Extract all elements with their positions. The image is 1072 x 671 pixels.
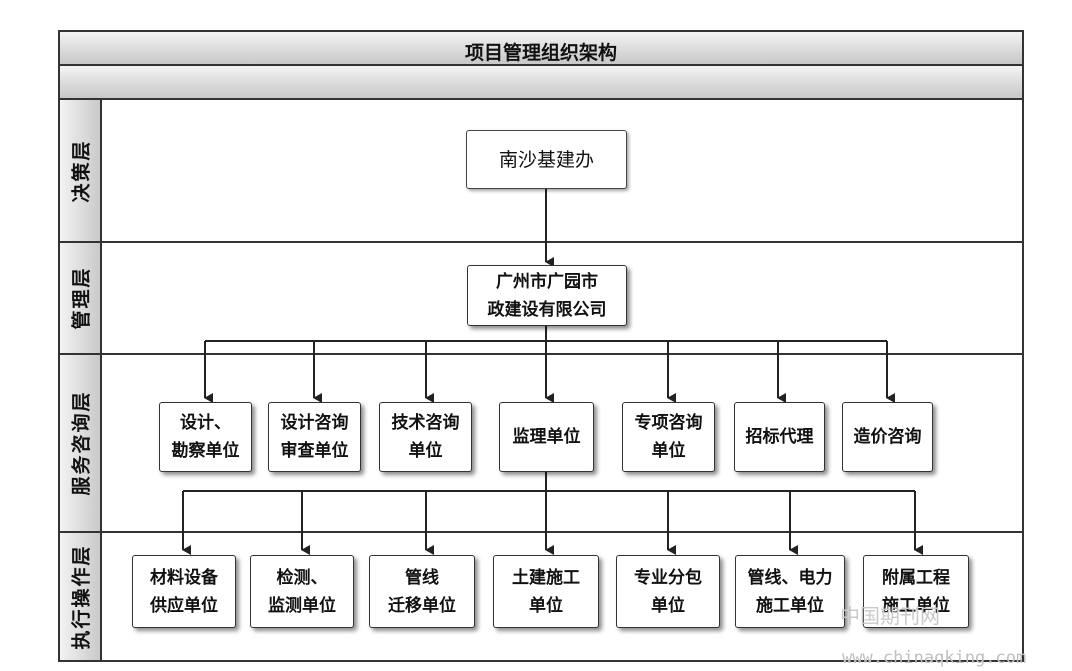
node-pipeline-power-construction-unit: 管线、电力 施工单位 (735, 555, 845, 628)
node-design-review-unit: 设计咨询 审查单位 (268, 402, 361, 472)
node-technical-consulting-unit: 技术咨询 单位 (379, 402, 472, 472)
diagram-title: 项目管理组织架构 (464, 42, 617, 64)
layer-divider (58, 353, 1024, 355)
node-nansha-construction-office: 南沙基建办 (466, 130, 627, 189)
watermark-url: www.chinaqking.com (842, 648, 1027, 668)
layer-column-management: 管理层 (58, 241, 102, 355)
node-material-equipment-supplier: 材料设备 供应单位 (132, 555, 236, 628)
node-testing-monitoring-unit: 检测、 监测单位 (250, 555, 354, 628)
layer-column-service: 服务咨询层 (58, 353, 102, 533)
subtitle-bar (58, 64, 1024, 100)
node-pipeline-relocation-unit: 管线 迁移单位 (369, 555, 475, 628)
node-special-consulting-unit: 专项咨询 单位 (622, 402, 715, 472)
layer-divider (58, 531, 1024, 533)
node-tender-agency: 招标代理 (734, 402, 825, 472)
node-ancillary-works-unit: 附属工程 施工单位 (863, 555, 969, 628)
title-bar: 项目管理组织架构 (58, 30, 1024, 66)
watermark-site-name: 中国期刊网 (840, 604, 940, 628)
layer-divider (58, 241, 1024, 243)
node-design-survey-unit: 设计、 勘察单位 (159, 402, 252, 472)
node-civil-construction-unit: 土建施工 单位 (493, 555, 599, 628)
layer-column-operation: 执行操作层 (58, 531, 102, 662)
node-supervision-unit: 监理单位 (499, 402, 594, 472)
layer-column-decision: 决策层 (58, 98, 102, 243)
node-cost-consulting: 造价咨询 (842, 402, 933, 472)
node-guangyuan-municipal-company: 广州市广园市 政建设有限公司 (467, 265, 627, 326)
node-specialty-subcontract-unit: 专业分包 单位 (616, 555, 720, 628)
